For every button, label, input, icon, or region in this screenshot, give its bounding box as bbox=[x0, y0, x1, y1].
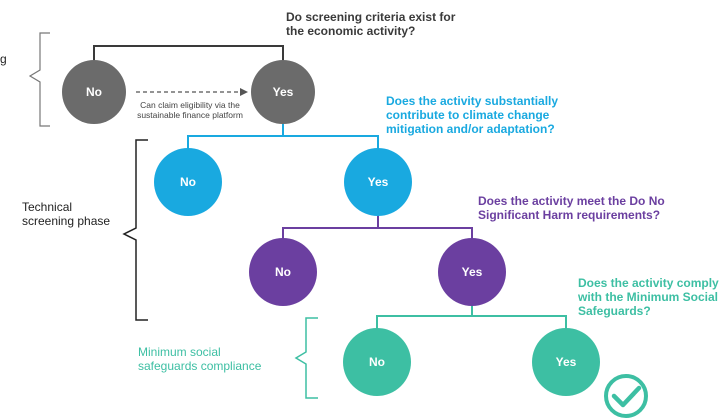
bracket-minimum-social bbox=[294, 317, 318, 399]
node-yes-screening-criteria: Yes bbox=[251, 60, 315, 124]
node-yes-substantial-contribution: Yes bbox=[344, 148, 412, 216]
node-label: Yes bbox=[555, 355, 577, 369]
node-label: No bbox=[369, 355, 385, 369]
phase-label-eligibility: g bbox=[0, 52, 7, 66]
phase-label-minimum-social: Minimum social safeguards compliance bbox=[138, 345, 262, 373]
eligibility-note: Can claim eligibility via the sustainabl… bbox=[137, 100, 243, 120]
question-minimum-safeguards: Does the activity comply with the Minimu… bbox=[578, 276, 719, 318]
question-dnsh: Does the activity meet the Do No Signifi… bbox=[478, 194, 665, 222]
node-no-substantial-contribution: No bbox=[154, 148, 222, 216]
node-label: Yes bbox=[367, 175, 389, 189]
node-no-minimum-safeguards: No bbox=[343, 328, 411, 396]
node-yes-dnsh: Yes bbox=[438, 238, 506, 306]
check-icon bbox=[604, 374, 648, 418]
connector-level3 bbox=[282, 227, 473, 242]
phase-label-technical: Technical screening phase bbox=[22, 200, 111, 228]
question-substantial-contribution: Does the activity substantially contribu… bbox=[386, 94, 559, 136]
node-label: Yes bbox=[272, 85, 294, 99]
node-no-screening-criteria: No bbox=[62, 60, 126, 124]
connector-level1 bbox=[93, 45, 284, 68]
bracket-technical bbox=[122, 139, 148, 321]
node-label: No bbox=[86, 85, 102, 99]
arrow-head bbox=[240, 88, 248, 96]
node-yes-minimum-safeguards: Yes bbox=[532, 328, 600, 396]
node-label: No bbox=[180, 175, 196, 189]
bracket-eligibility bbox=[28, 32, 50, 127]
node-label: No bbox=[275, 265, 291, 279]
question-screening-criteria: Do screening criteria exist for the econ… bbox=[286, 10, 456, 38]
connector-level4 bbox=[376, 315, 567, 330]
node-label: Yes bbox=[461, 265, 483, 279]
node-no-dnsh: No bbox=[249, 238, 317, 306]
connector-level2 bbox=[187, 135, 379, 150]
